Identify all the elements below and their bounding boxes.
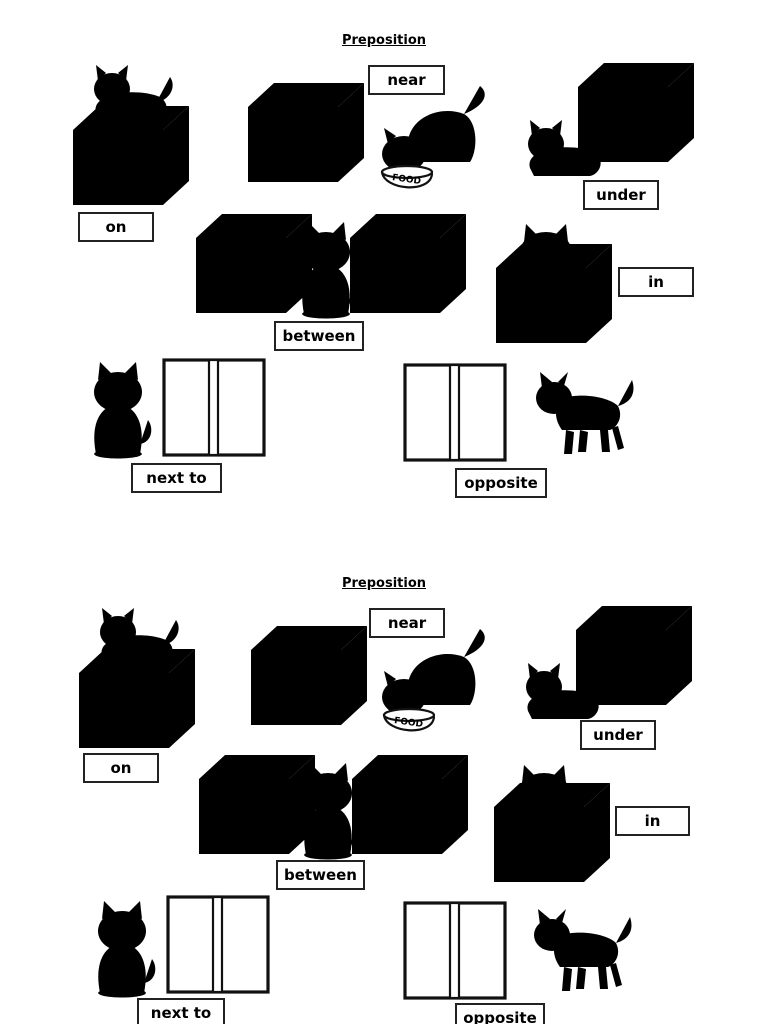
label-on: on <box>83 753 159 783</box>
in-box <box>494 783 610 882</box>
under-box <box>578 63 694 162</box>
label-opposite: opposite <box>455 468 547 498</box>
label-between: between <box>276 860 365 890</box>
next-to-box <box>166 895 270 994</box>
under-box <box>576 606 692 705</box>
cat-next-to-box <box>98 901 156 998</box>
cat-near-bowl <box>382 86 485 172</box>
food-bowl <box>380 164 434 189</box>
cat-near-bowl <box>382 629 485 715</box>
cat-next-to-box <box>94 362 152 459</box>
between-box-right <box>350 214 466 313</box>
label-between: between <box>274 321 364 351</box>
illustrations <box>73 63 694 462</box>
sheet-title: Preposition <box>341 576 427 591</box>
cat-opposite-box <box>534 909 632 991</box>
cat-on-box <box>94 65 173 121</box>
near-box <box>251 626 367 725</box>
label-in: in <box>618 267 694 297</box>
food-bowl <box>382 707 436 732</box>
cat-opposite-box <box>536 372 634 454</box>
label-near: near <box>368 65 445 95</box>
label-near: near <box>369 608 445 638</box>
near-box <box>248 83 364 182</box>
label-on: on <box>78 212 154 242</box>
between-box-left <box>196 214 312 313</box>
label-opposite: opposite <box>455 1003 545 1024</box>
label-under: under <box>580 720 656 750</box>
opposite-box <box>403 363 507 462</box>
label-under: under <box>583 180 659 210</box>
sheet-title: Preposition <box>341 33 427 48</box>
label-in: in <box>615 806 690 836</box>
illustrations <box>79 606 692 1000</box>
in-box <box>496 244 612 343</box>
between-box-left <box>199 755 315 854</box>
preposition-sheet-2: Preposition on near under bet <box>0 543 768 1024</box>
opposite-box <box>403 901 507 1000</box>
label-next-to: next to <box>131 463 222 493</box>
between-box-right <box>352 755 468 854</box>
label-next-to: next to <box>137 998 225 1024</box>
preposition-sheet-1: Preposition <box>73 33 694 498</box>
cat-on-box <box>100 608 179 664</box>
next-to-box <box>162 358 266 457</box>
